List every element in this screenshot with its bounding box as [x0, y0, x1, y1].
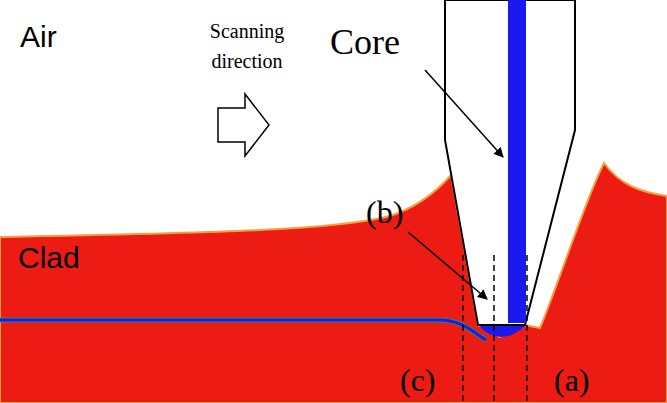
leader-line [408, 232, 487, 299]
region-label: Clad [18, 243, 80, 273]
clad-melt [0, 163, 667, 403]
leader-line [425, 70, 503, 157]
direction-arrow [218, 94, 269, 156]
core-channel [508, 0, 526, 323]
part-label: Core [330, 24, 400, 60]
region-label: Air [20, 22, 57, 52]
core-trail [0, 320, 486, 340]
nozzle-probe [445, 0, 575, 325]
section-line [462, 255, 464, 403]
callout-label: (c) [400, 364, 436, 396]
callout-label: (a) [554, 364, 590, 396]
core-tip [479, 326, 525, 337]
section-line [493, 255, 495, 403]
callout-label: (b) [366, 196, 403, 228]
core-trail-edge [0, 320, 486, 340]
section-line [526, 255, 528, 403]
direction-label: Scanning direction [192, 16, 302, 76]
